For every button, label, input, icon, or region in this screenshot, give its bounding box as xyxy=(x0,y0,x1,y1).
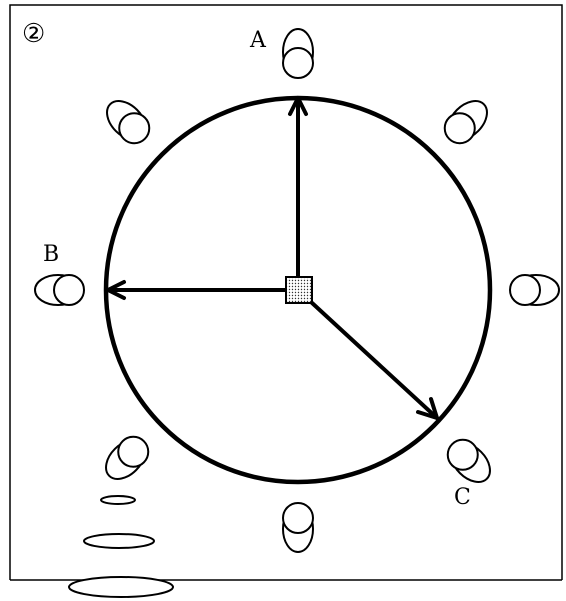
seat-top-right xyxy=(439,94,495,150)
label-C: C xyxy=(454,485,471,510)
arrow-to-B xyxy=(108,282,298,298)
large-ellipse xyxy=(69,577,173,597)
arrow-to-C xyxy=(298,290,437,418)
seat-top xyxy=(283,29,313,78)
bottom-ellipses xyxy=(69,496,173,597)
arrow-to-A xyxy=(290,98,306,290)
label-B: B xyxy=(43,242,59,267)
seat-left xyxy=(35,275,84,305)
arrows xyxy=(108,98,437,418)
center-square xyxy=(286,277,312,303)
panel-number: ② xyxy=(22,19,45,49)
seat-right xyxy=(510,275,559,305)
seat-bottom-right xyxy=(442,434,498,490)
label-A: A xyxy=(249,28,267,53)
medium-ellipse xyxy=(84,534,154,548)
small-ellipse xyxy=(101,496,135,504)
seat-bottom xyxy=(283,503,313,552)
seat-bottom-left xyxy=(99,431,155,487)
seat-top-left xyxy=(100,94,156,150)
